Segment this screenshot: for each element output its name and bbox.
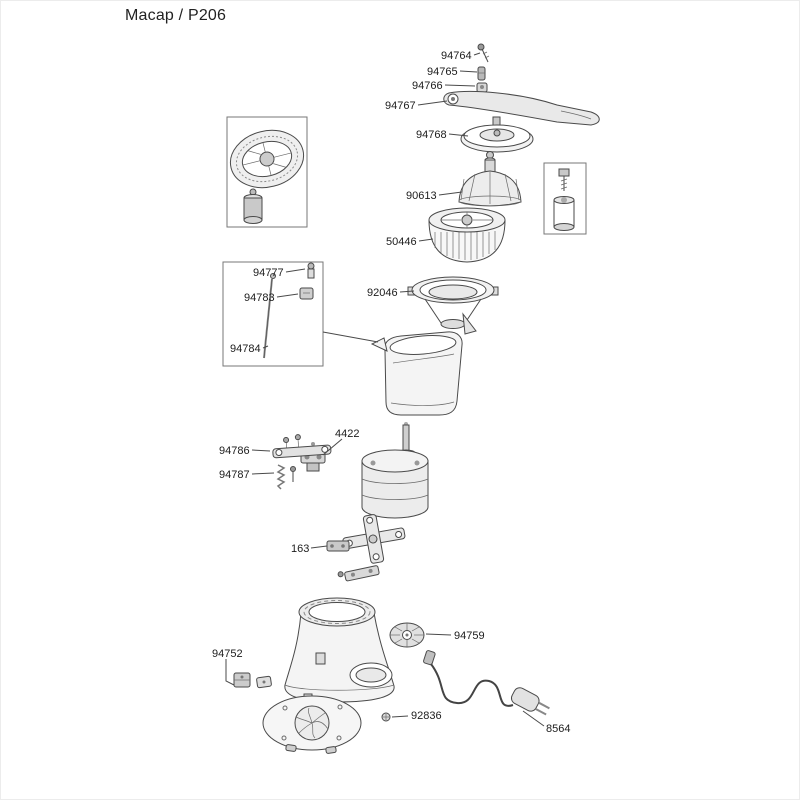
part-label-94766: 94766: [412, 80, 443, 92]
top-screw-94764: [477, 43, 490, 63]
ribbed-drum-50446: [428, 207, 506, 263]
part-label-8564: 8564: [546, 723, 570, 735]
part-label-50446: 50446: [386, 236, 417, 248]
part-label-4422: 4422: [335, 428, 359, 440]
motor-assembly: [361, 422, 429, 519]
diagram-title: Macap / P206: [125, 7, 227, 24]
part-label-90613: 90613: [406, 190, 437, 202]
part-label-92836: 92836: [411, 710, 442, 722]
clips-94752: [233, 672, 272, 689]
leader-lines: [225, 52, 545, 727]
part-label-94767: 94767: [385, 100, 416, 112]
part-label-92046: 92046: [367, 287, 398, 299]
valve-parts-box: [222, 261, 379, 367]
part-label-94787: 94787: [219, 469, 250, 481]
part-label-94777: 94777: [253, 267, 284, 279]
pin-94765: [477, 66, 486, 81]
lever-arm-94767: [443, 91, 600, 126]
jug-body: [370, 331, 463, 416]
spring-94787: [276, 464, 296, 490]
part-label-94764: 94764: [441, 50, 472, 62]
part-label-163: 163: [291, 543, 309, 555]
part-label-94752: 94752: [212, 648, 243, 660]
fan-wheel-box: [226, 116, 308, 228]
power-cord-8564: [423, 650, 550, 716]
dome-disc-94768: [460, 116, 534, 153]
bottom-plate: [262, 693, 362, 754]
cross-bracket: [342, 514, 406, 564]
part-label-94783: 94783: [244, 292, 275, 304]
part-label-94786: 94786: [219, 445, 250, 457]
knob-94759: [389, 622, 425, 648]
part-label-94765: 94765: [427, 66, 458, 78]
screw-92836: [381, 712, 391, 722]
plate-163: [326, 540, 350, 552]
part-label-94784: 94784: [230, 343, 261, 355]
lower-bracket: [337, 565, 380, 582]
funnel-92046: [407, 276, 499, 335]
hardware-box: [543, 162, 587, 235]
part-label-94759: 94759: [454, 630, 485, 642]
base-housing: [284, 597, 395, 703]
plate-94786: [272, 434, 332, 459]
part-label-94768: 94768: [416, 129, 447, 141]
bushing-94766: [476, 82, 488, 93]
reamer-cone-90613: [458, 151, 522, 207]
part-labels: 94764 94765 94766 94767 94768 90613 5044…: [212, 50, 570, 735]
